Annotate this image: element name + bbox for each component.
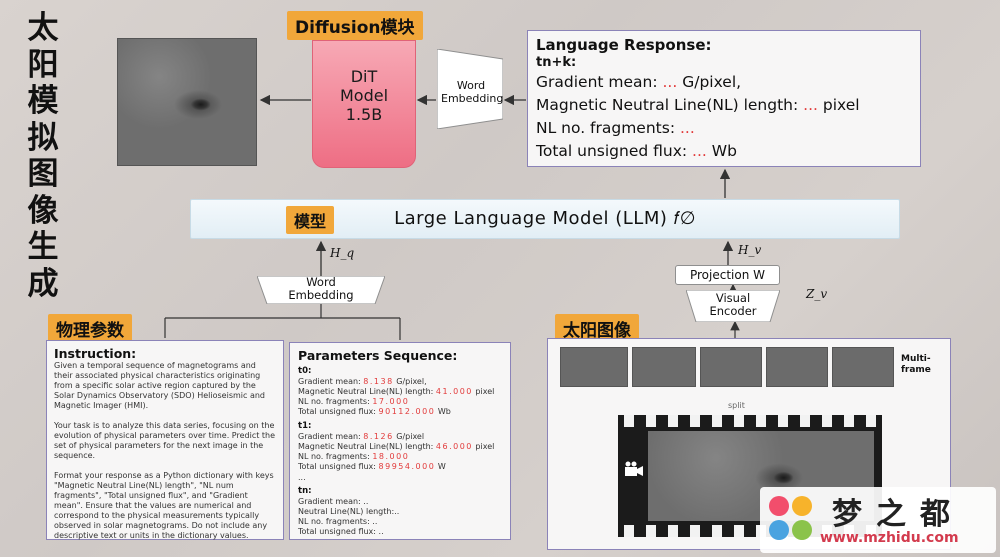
param-row-value: 41.000	[435, 387, 473, 396]
response-line-unit: G/pixel,	[677, 73, 742, 91]
param-row-unit: pixel	[472, 442, 495, 451]
params-t1-label: t1:	[298, 421, 312, 431]
param-row-label: Magnetic Neutral Line(NL) length:	[298, 387, 436, 396]
instruction-paragraph-1: Given a temporal sequence of magnetogram…	[54, 361, 265, 410]
diffusion-word-embedding-shape	[437, 49, 503, 129]
zv-label: Z_v	[806, 287, 828, 301]
param-row: NL no. fragments: 18.000	[298, 452, 502, 462]
split-label: split	[728, 401, 745, 410]
watermark: 梦之都 www.mzhidu.com	[760, 487, 996, 553]
left-word-embedding-shape	[257, 276, 385, 304]
diffusion-word-embedding-label: Word Embedding	[441, 79, 504, 105]
response-line-ellipsis: ...	[692, 142, 707, 160]
param-row-value: 18.000	[372, 452, 410, 461]
response-line: Gradient mean: ... G/pixel,	[536, 71, 912, 94]
watermark-url: www.mzhidu.com	[820, 530, 959, 546]
param-row-unit: Wb	[435, 407, 451, 416]
frame-1	[560, 347, 628, 387]
param-row: NL no. fragments: 17.000	[298, 397, 502, 407]
param-row-label: Total unsigned flux:	[298, 407, 379, 416]
generated-solar-image	[117, 38, 257, 166]
param-row-value: 8.138	[363, 377, 394, 386]
projection-box: Projection W	[675, 265, 780, 285]
hq-label: H_q	[330, 246, 355, 260]
response-line-ellipsis: ...	[679, 119, 695, 137]
param-row-value: 89954.000	[378, 462, 436, 471]
params-tn-rows: Gradient mean: ..Neutral Line(NL) length…	[298, 497, 502, 537]
frame-2	[632, 347, 696, 387]
param-row-unit: pixel	[472, 387, 495, 396]
vertical-title: 太阳模拟图像生成	[27, 10, 59, 302]
response-line: Total unsigned flux: ... Wb	[536, 140, 912, 163]
parameters-box: Parameters Sequence: t0: Gradient mean: …	[289, 342, 511, 540]
llm-label: Large Language Model (LLM) 𝑓∅	[394, 208, 696, 229]
response-line-ellipsis: ...	[803, 96, 818, 114]
video-camera-icon	[625, 461, 643, 476]
language-response-step: tn+k:	[536, 55, 577, 70]
instruction-title: Instruction:	[54, 346, 137, 361]
watermark-logo-icon	[769, 496, 812, 540]
response-line: Magnetic Neutral Line(NL) length: ... pi…	[536, 94, 912, 117]
param-row: Gradient mean: 8.126 G/pixel	[298, 432, 502, 442]
diffusion-module-tag: Diffusion模块	[287, 11, 423, 40]
param-row-value: 90112.000	[378, 407, 436, 416]
params-tn-label: tn:	[298, 486, 312, 496]
param-row-label: Gradient mean:	[298, 432, 364, 441]
visual-encoder-label: Visual Encoder	[709, 291, 757, 318]
frame-3	[700, 347, 762, 387]
instruction-paragraph-3: Format your response as a Python diction…	[54, 471, 274, 540]
response-line-label: NL no. fragments:	[536, 119, 680, 137]
param-tn-row: Gradient mean: ..	[298, 497, 369, 506]
param-tn-row: Neutral Line(NL) length:..	[298, 507, 400, 516]
param-row-label: NL no. fragments:	[298, 452, 373, 461]
params-ellipsis: ...	[298, 473, 306, 482]
language-response-title: Language Response:	[536, 36, 712, 54]
response-line-label: Gradient mean:	[536, 73, 663, 91]
param-row-label: Total unsigned flux:	[298, 462, 379, 471]
param-row-value: 17.000	[372, 397, 410, 406]
multi-frame-label: Multi- frame	[901, 354, 931, 375]
visual-encoder-shape	[686, 290, 780, 322]
params-t0-label: t0:	[298, 366, 312, 376]
param-row: Magnetic Neutral Line(NL) length: 46.000…	[298, 442, 502, 452]
response-line-label: Total unsigned flux:	[536, 142, 693, 160]
language-response-lines: Gradient mean: ... G/pixel,Magnetic Neut…	[536, 71, 912, 163]
param-row-unit: G/pixel	[393, 432, 425, 441]
param-row-value: 46.000	[435, 442, 473, 451]
model-tag: 模型	[286, 206, 335, 234]
param-row-label: Gradient mean:	[298, 377, 364, 386]
dit-model-label: DiT Model 1.5B	[339, 67, 389, 124]
param-row-label: Magnetic Neutral Line(NL) length:	[298, 442, 436, 451]
parameters-title: Parameters Sequence:	[298, 348, 458, 363]
film-top-holes	[618, 415, 882, 427]
response-line-label: Magnetic Neutral Line(NL) length:	[536, 96, 804, 114]
instruction-paragraph-2: Your task is to analyze this data series…	[54, 421, 276, 460]
param-row-label: NL no. fragments:	[298, 397, 373, 406]
param-row-unit: G/pixel,	[393, 377, 427, 386]
watermark-brand: 梦之都	[832, 497, 964, 532]
param-tn-row: NL no. fragments: ..	[298, 517, 378, 526]
frame-5	[832, 347, 894, 387]
instruction-box: Instruction: Given a temporal sequence o…	[46, 340, 284, 540]
response-line-ellipsis: ...	[662, 73, 678, 91]
param-row: Total unsigned flux: 89954.000 W	[298, 462, 502, 472]
hv-label: H_v	[738, 243, 762, 257]
param-tn-row: Total unsigned flux: ..	[298, 527, 384, 536]
param-row: Magnetic Neutral Line(NL) length: 41.000…	[298, 387, 502, 397]
param-row-unit: W	[435, 462, 446, 471]
dit-model-block: DiT Model 1.5B	[312, 40, 416, 168]
response-line-unit: pixel	[817, 96, 860, 114]
response-line-unit: Wb	[706, 142, 737, 160]
frame-4	[766, 347, 828, 387]
physics-params-tag: 物理参数	[48, 314, 132, 343]
params-t0-rows: Gradient mean: 8.138 G/pixel,Magnetic Ne…	[298, 377, 502, 417]
param-row-value: 8.126	[363, 432, 394, 441]
language-response-box: Language Response: tn+k: Gradient mean: …	[527, 30, 921, 167]
response-line: NL no. fragments: ...	[536, 117, 912, 140]
left-word-embedding-label: Word Embedding	[288, 275, 354, 302]
param-row: Total unsigned flux: 90112.000 Wb	[298, 407, 502, 417]
param-row: Gradient mean: 8.138 G/pixel,	[298, 377, 502, 387]
